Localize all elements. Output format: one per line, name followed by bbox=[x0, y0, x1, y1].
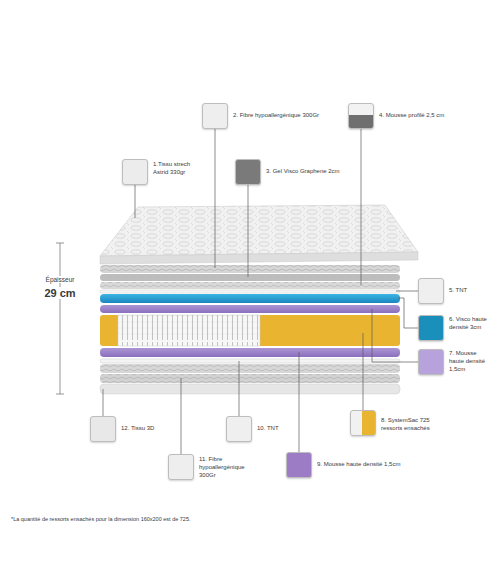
layer-swatch bbox=[418, 278, 444, 304]
callout: 11. Fibre hypoallergénique 300Gr bbox=[168, 454, 249, 480]
layer-swatch bbox=[418, 349, 444, 375]
layer-swatch bbox=[350, 410, 376, 436]
callout-text: 4. Mousse profilé 2,5 cm bbox=[379, 112, 444, 120]
callout-text-block: 8. SystemSac 725 ressorts ensachés bbox=[381, 417, 441, 433]
callout: 9. Mousse haute densité 1,5cm bbox=[286, 452, 403, 478]
callout-text-block: 12. Tissu 3D bbox=[121, 425, 154, 433]
layer-swatch bbox=[235, 159, 261, 185]
mattress-layers bbox=[100, 205, 418, 394]
callout: 3. Gel Visco Graphene 2cm bbox=[235, 159, 342, 185]
layer-swatch bbox=[90, 416, 116, 442]
layer-swatch bbox=[348, 103, 374, 129]
layer-swatch bbox=[168, 454, 194, 480]
callout: 1.Tissu strech Astrid 330gr bbox=[122, 159, 205, 185]
callout-text: 12. Tissu 3D bbox=[121, 425, 154, 433]
callout-text: 7. Mousse haute densité 1,5cm bbox=[449, 350, 491, 373]
callout: 8. SystemSac 725 ressorts ensachés bbox=[350, 410, 443, 436]
leader-lines bbox=[103, 129, 418, 454]
layer-swatch bbox=[418, 315, 444, 341]
callout-text-block: 1.Tissu strech Astrid 330gr bbox=[153, 161, 203, 177]
callout: 10. TNT bbox=[226, 416, 281, 442]
callout: 12. Tissu 3D bbox=[90, 416, 157, 442]
callout-text: 1.Tissu strech Astrid 330gr bbox=[153, 161, 203, 177]
callout: 5. TNT bbox=[418, 278, 470, 304]
callout-text: 10. TNT bbox=[257, 425, 279, 433]
callout-text: 9. Mousse haute densité 1,5cm bbox=[317, 461, 400, 469]
callout: 2. Fibre hypoallergénique 300Gr bbox=[202, 103, 322, 129]
callout-text-block: 7. Mousse haute densité 1,5cm bbox=[449, 350, 491, 373]
dimension-value: 29 cm bbox=[43, 287, 76, 299]
callout-text: 3. Gel Visco Graphene 2cm bbox=[266, 168, 340, 176]
callout-text-block: 10. TNT bbox=[257, 425, 279, 433]
callout: 4. Mousse profilé 2,5 cm bbox=[348, 103, 447, 129]
layer-swatch bbox=[226, 416, 252, 442]
layer-swatch bbox=[286, 452, 312, 478]
dimension-label: Épaisseur bbox=[45, 276, 76, 283]
callout-text-block: 5. TNT bbox=[449, 287, 467, 295]
callout-text-block: 11. Fibre hypoallergénique 300Gr bbox=[199, 456, 247, 479]
layer-swatch bbox=[202, 103, 228, 129]
callout-text-block: 9. Mousse haute densité 1,5cm bbox=[317, 461, 400, 469]
callout-text-block: 3. Gel Visco Graphene 2cm bbox=[266, 168, 340, 176]
dimension-bracket bbox=[56, 243, 64, 394]
callout-text: 6. Visco haute densité 3cm bbox=[449, 316, 497, 332]
footnote: *La quantité de ressorts ensachés pour l… bbox=[10, 516, 191, 522]
callout-text: 2. Fibre hypoallergénique 300Gr bbox=[233, 112, 319, 120]
callout: 6. Visco haute densité 3cm bbox=[418, 315, 499, 341]
callout-text: 8. SystemSac 725 ressorts ensachés bbox=[381, 417, 441, 433]
callout-text-block: 4. Mousse profilé 2,5 cm bbox=[379, 112, 444, 120]
layer-swatch bbox=[122, 159, 148, 185]
callout-text-block: 2. Fibre hypoallergénique 300Gr bbox=[233, 112, 319, 120]
callout: 7. Mousse haute densité 1,5cm bbox=[418, 349, 493, 375]
callout-text: 5. TNT bbox=[449, 287, 467, 295]
callout-text-block: 6. Visco haute densité 3cm bbox=[449, 316, 497, 332]
callout-text: 11. Fibre hypoallergénique 300Gr bbox=[199, 456, 247, 479]
